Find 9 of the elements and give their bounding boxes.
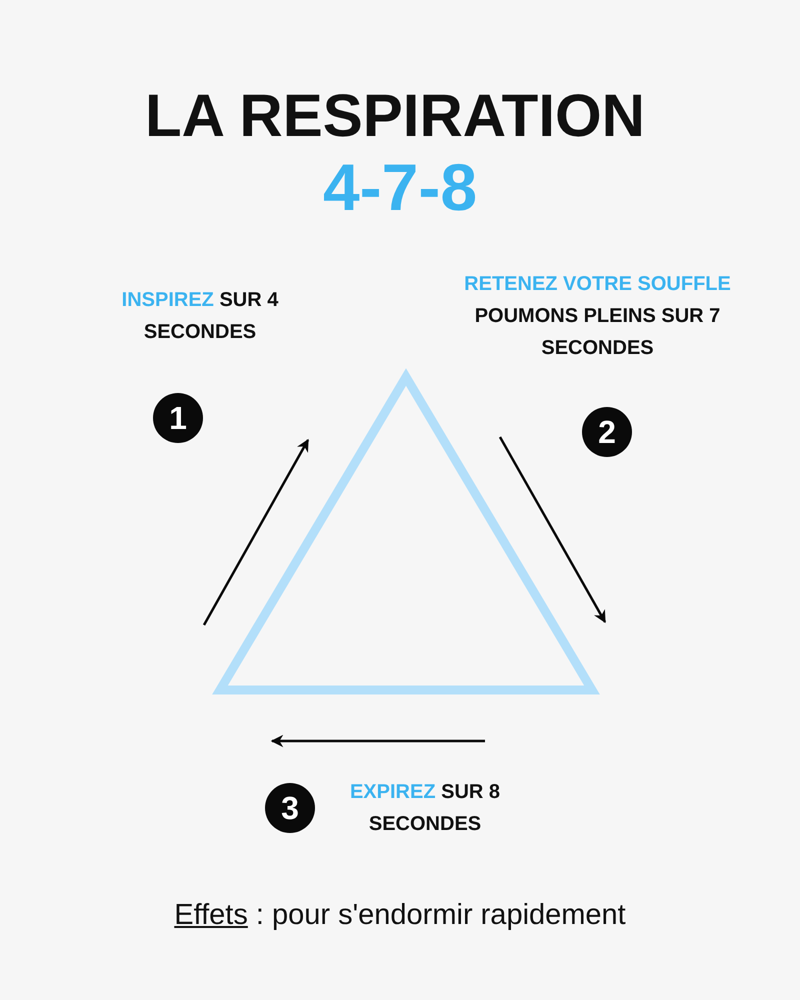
title: LA RESPIRATION [144,81,646,151]
step-instruction: EXPIREZ SUR 8 SECONDES [348,780,502,837]
step-instruction: RETENEZ VOTRE SOUFFLE POUMONS PLEINS SUR 7 SECONDES [463,272,732,361]
step-instruction: INSPIREZ SUR 4 SECONDES [120,288,280,345]
step-number-circle: 1 [153,393,203,443]
step-number-circle: 3 [265,783,315,833]
step-number-circle: 2 [582,407,632,457]
footer-note: Effets : pour s'endormir rapidement [173,898,627,933]
subtitle: 4-7-8 [322,149,478,226]
